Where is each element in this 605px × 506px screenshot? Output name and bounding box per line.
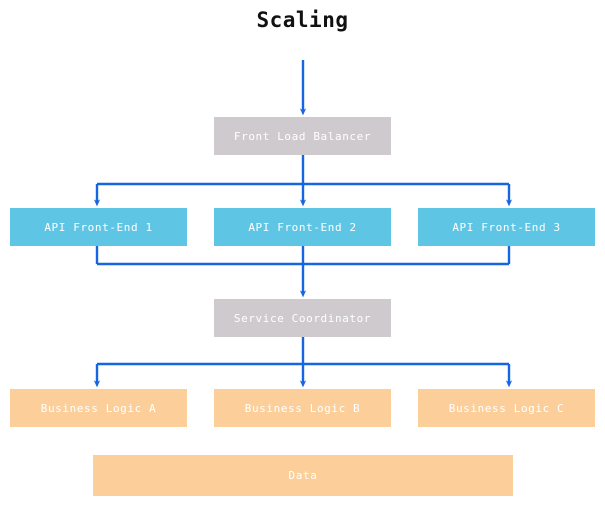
node-service-coordinator[interactable]: Service Coordinator [214, 299, 391, 337]
node-front-load-balancer[interactable]: Front Load Balancer [214, 117, 391, 155]
node-label: API Front-End 3 [452, 220, 561, 234]
node-label: Business Logic C [448, 401, 565, 415]
node-label: Business Logic A [40, 401, 157, 415]
node-business-logic-a[interactable]: Business Logic A [10, 389, 187, 427]
node-business-logic-b[interactable]: Business Logic B [214, 389, 391, 427]
node-api-front-end-3[interactable]: API Front-End 3 [418, 208, 595, 246]
diagram-title: Scaling [256, 8, 349, 32]
node-label: Business Logic B [244, 401, 361, 415]
node-api-front-end-1[interactable]: API Front-End 1 [10, 208, 187, 246]
node-label: Front Load Balancer [233, 129, 372, 143]
node-business-logic-c[interactable]: Business Logic C [418, 389, 595, 427]
node-api-front-end-2[interactable]: API Front-End 2 [214, 208, 391, 246]
node-label: API Front-End 2 [248, 220, 357, 234]
node-label: API Front-End 1 [44, 220, 153, 234]
node-label: Data [288, 469, 318, 482]
node-label: Service Coordinator [233, 311, 372, 325]
node-data[interactable]: Data [93, 455, 513, 496]
